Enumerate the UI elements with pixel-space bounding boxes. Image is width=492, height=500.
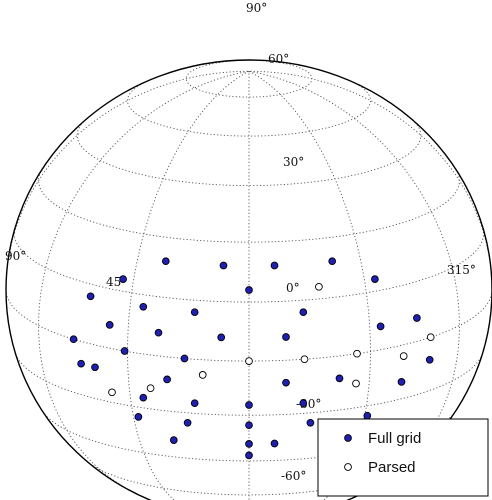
full-grid-point [219, 261, 228, 270]
parsed-point [399, 352, 408, 360]
full-grid-point [425, 355, 434, 364]
full-grid-point [270, 439, 279, 448]
full-grid-point [245, 440, 253, 448]
full-grid-point [270, 261, 279, 270]
legend-marker-parsed [344, 463, 352, 471]
lat-tick-label: 30° [283, 155, 304, 169]
full-grid-point [154, 328, 163, 337]
meridian-line [5, 70, 250, 291]
parallel-line [127, 80, 371, 137]
full-grid-point [245, 286, 253, 294]
parsed-point [300, 355, 309, 364]
parallel-line [13, 228, 485, 303]
full-grid-point [371, 275, 379, 283]
lat-tick-label: 60° [268, 52, 289, 66]
parsed-point [198, 371, 207, 379]
meridian-line [38, 70, 250, 492]
full-grid-point [299, 308, 308, 317]
full-grid-point [363, 411, 372, 420]
parsed-point [108, 388, 116, 397]
full-grid-point [69, 335, 78, 344]
parsed-point [353, 349, 361, 358]
full-grid-point [161, 257, 170, 266]
full-grid-point [190, 308, 199, 317]
parsed-point [245, 357, 253, 365]
full-grid-point [335, 374, 344, 383]
parallel-line [87, 461, 411, 496]
lon-tick-label: 90° [5, 249, 26, 263]
parallel-line [15, 353, 483, 416]
full-grid-point [169, 436, 178, 444]
full-grid-point [245, 451, 253, 460]
legend-label-full-grid: Full grid [368, 430, 421, 447]
full-grid-point [77, 359, 85, 368]
full-grid-point [328, 257, 337, 266]
full-grid-point [120, 347, 129, 355]
tick-labels: 90°60°30°0°-30°-60°90°45°315° [5, 1, 476, 483]
full-grid-point [139, 302, 148, 311]
legend-marker-full-grid [344, 434, 352, 442]
full-grid-point [190, 399, 199, 408]
lat-tick-label: 0° [286, 281, 300, 295]
full-grid-point [282, 333, 290, 341]
full-grid-point [86, 292, 95, 301]
lon-tick-label: 315° [447, 263, 476, 277]
full-grid-point [245, 401, 253, 409]
full-grid-point [119, 275, 127, 283]
full-grid-point [397, 378, 406, 386]
parsed-point [146, 384, 155, 393]
full-grid-point [105, 321, 114, 329]
legend-label-parsed: Parsed [368, 459, 416, 476]
lat-tick-label: 90° [246, 1, 267, 15]
full-grid-point [163, 375, 171, 384]
parsed-point [426, 333, 435, 342]
meridian-line [248, 70, 460, 492]
globe-outline [5, 59, 492, 500]
full-grid-point [180, 354, 189, 363]
full-grid-point [306, 418, 315, 427]
full-grid-point [282, 378, 290, 387]
full-grid-point [299, 399, 308, 408]
legend: Full grid Parsed [317, 418, 489, 497]
full-grid-point [183, 418, 192, 427]
data-points [69, 257, 435, 460]
full-grid-point [91, 363, 99, 372]
full-grid-point [245, 421, 253, 430]
parsed-point [315, 282, 323, 291]
full-grid-point [376, 322, 385, 331]
full-grid-point [413, 314, 421, 322]
meridian-line [127, 70, 250, 500]
full-grid-point [134, 413, 143, 421]
parsed-point [352, 379, 360, 388]
full-grid-point [217, 333, 226, 342]
legend-box [317, 418, 489, 497]
full-grid-point [139, 393, 148, 402]
meridian-line [248, 70, 492, 291]
lat-tick-label: -60° [281, 469, 306, 483]
